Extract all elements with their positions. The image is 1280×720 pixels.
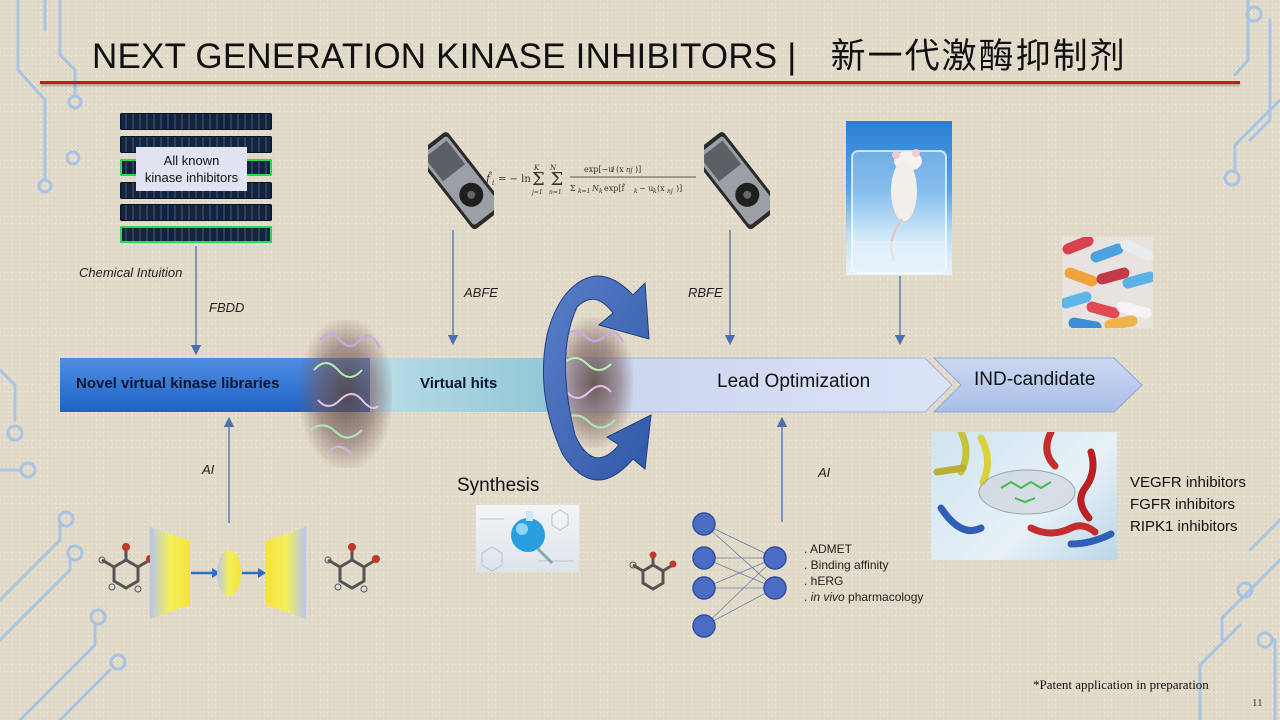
svg-text:nj: nj (667, 188, 673, 195)
svg-text:k: k (599, 188, 603, 195)
property-binding-affinity: . Binding affinity (804, 558, 889, 572)
svg-text:n=1: n=1 (549, 189, 562, 196)
page-title: NEXT GENERATION KINASE INHIBITORS | 新一代激酶… (92, 28, 1127, 79)
protein-structure-image (931, 432, 1117, 560)
svg-text:nj: nj (626, 166, 634, 174)
svg-text:Σ: Σ (570, 184, 576, 193)
svg-text:= − ln: = − ln (498, 174, 531, 185)
property-admet: . ADMET (804, 542, 853, 556)
property-in-vivo: . in vivo pharmacology (804, 589, 923, 605)
svg-text:i: i (492, 179, 494, 187)
svg-text:N: N (549, 164, 557, 172)
title-en: NEXT GENERATION KINASE INHIBITORS | (92, 37, 797, 76)
stage-ind-candidate-label: IND-candidate (974, 369, 1096, 390)
target-ripk1: RIPK1 inhibitors (1130, 518, 1238, 535)
svg-text:exp[f̂: exp[f̂ (604, 184, 626, 193)
library-bar (120, 226, 272, 243)
svg-text:i: i (612, 165, 615, 174)
ai-label-left: AI (202, 462, 215, 477)
abfe-label: ABFE (464, 285, 498, 300)
svg-text:k: k (634, 188, 638, 195)
autoencoder-icon (98, 527, 380, 619)
neural-network-icon (629, 512, 787, 638)
svg-text:(x: (x (657, 184, 665, 193)
protein-structure-icon (300, 320, 392, 468)
library-label-line2: kinase inhibitors (144, 170, 239, 185)
molecule-icon (324, 543, 380, 593)
property-list: . ADMET . Binding affinity . hERG . in v… (804, 541, 923, 605)
pipeline-arrows (560, 357, 1143, 413)
rbfe-label: RBFE (688, 285, 723, 300)
svg-text:)]: )] (676, 184, 682, 193)
gpu-card-icon (704, 132, 770, 230)
svg-text:(x: (x (616, 165, 624, 174)
title-rule (40, 81, 1240, 84)
svg-text:k: k (653, 188, 657, 195)
svg-text:− u: − u (639, 184, 653, 193)
ai-label-right: AI (818, 465, 831, 480)
property-in-vivo-prefix: . (804, 590, 811, 604)
synthesis-flask-image (476, 505, 579, 572)
svg-text:)]: )] (635, 165, 641, 174)
svg-text:j=1: j=1 (530, 189, 543, 196)
svg-text:Σ Σ: Σ Σ (532, 169, 563, 190)
title-cn: 新一代激酶抑制剂 (830, 37, 1127, 77)
library-bar (120, 113, 272, 130)
svg-text:k=1: k=1 (578, 188, 590, 195)
pipeline-stage-virtual-hits: Virtual hits (370, 358, 570, 412)
pills-photo (1062, 237, 1153, 328)
library-label-line1: All known (163, 153, 220, 168)
target-fgfr: FGFR inhibitors (1130, 496, 1236, 513)
synthesis-label: Synthesis (457, 475, 540, 496)
property-herg: . hERG (804, 574, 844, 588)
cycle-arrow-icon (542, 275, 652, 481)
library-label-box: All known kinase inhibitors (136, 147, 247, 191)
molecule-icon (98, 543, 154, 593)
property-in-vivo-italic: in vivo (810, 590, 845, 604)
target-vegfr: VEGFR inhibitors (1130, 474, 1246, 491)
molecule-icon (629, 551, 677, 591)
page-number: 11 (1252, 697, 1263, 709)
stage-virtual-hits-label: Virtual hits (420, 375, 498, 392)
library-bar (120, 204, 272, 221)
svg-text:K: K (533, 164, 540, 172)
stage-libraries-label: Novel virtual kinase libraries (76, 375, 280, 392)
fbdd-label: FBDD (209, 300, 245, 315)
svg-text:N: N (591, 184, 600, 193)
gpu-card-icon (428, 132, 494, 230)
lab-mouse-photo (846, 121, 952, 275)
property-in-vivo-suffix: pharmacology (844, 590, 924, 604)
stage-lead-optimization-label: Lead Optimization (717, 371, 871, 392)
svg-text:f̂: f̂ (486, 172, 492, 185)
footnote: *Patent application in preparation (1033, 677, 1209, 692)
chemical-intuition-label: Chemical Intuition (79, 265, 183, 280)
svg-text:exp[−u: exp[−u (584, 165, 613, 174)
target-list: VEGFR inhibitors FGFR inhibitors RIPK1 i… (1130, 472, 1246, 538)
